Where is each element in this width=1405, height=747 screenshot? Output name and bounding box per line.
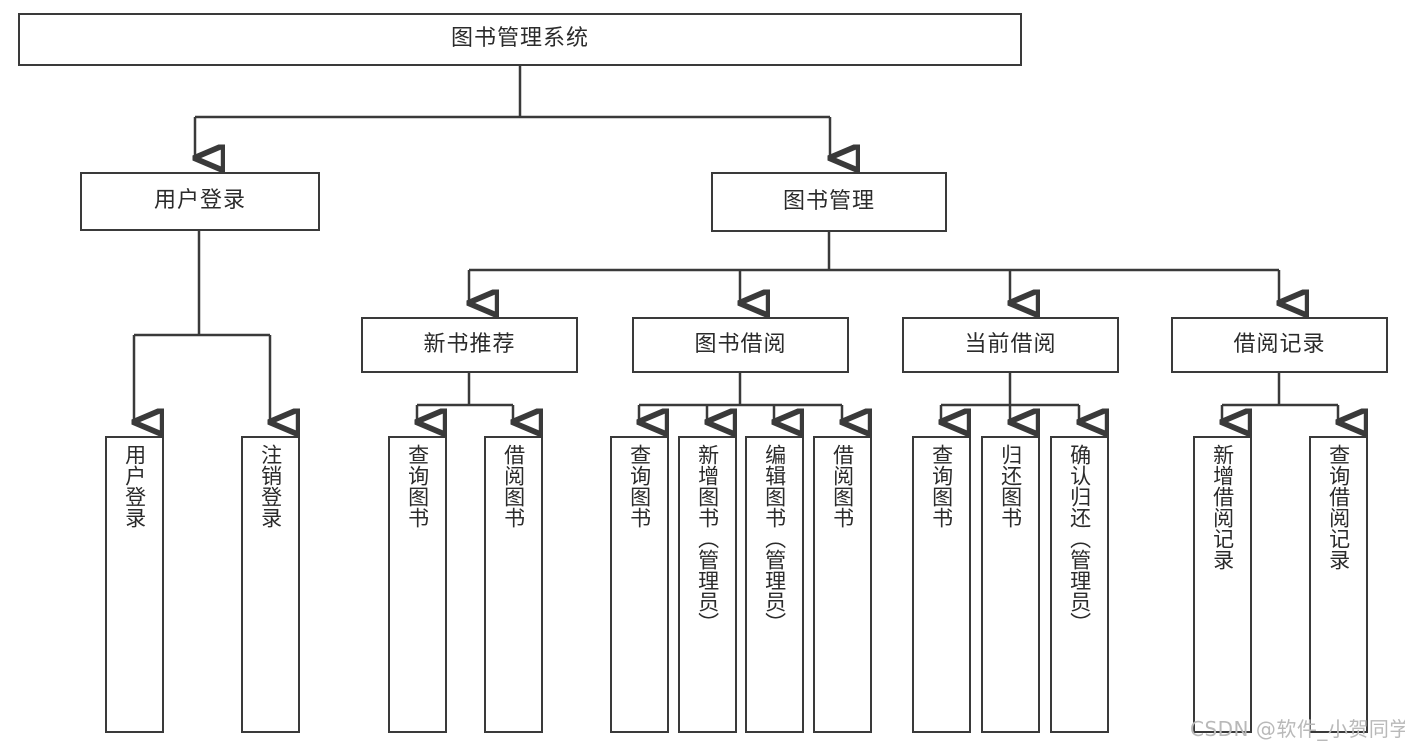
node-label: 查询图书 [929, 444, 954, 528]
node-label: 当前借阅 [964, 331, 1057, 357]
node-label: 用户登录 [122, 444, 147, 528]
node-label: 图书借阅 [694, 331, 787, 357]
leaf-borrow-add-book-admin[interactable]: 新增图书（管理员） [678, 436, 737, 733]
node-book-management[interactable]: 图书管理 [711, 172, 947, 232]
node-label: 借阅图书 [830, 444, 855, 528]
node-label: 新增图书（管理员） [695, 444, 720, 633]
leaf-borrow-borrow-book[interactable]: 借阅图书 [813, 436, 872, 733]
node-label: 用户登录 [153, 188, 246, 214]
leaf-user-login-login[interactable]: 用户登录 [105, 436, 164, 733]
node-root-library-system[interactable]: 图书管理系统 [18, 13, 1022, 66]
node-label: 归还图书 [998, 444, 1023, 528]
node-label: 编辑图书（管理员） [762, 444, 787, 633]
node-label: 查询图书 [627, 444, 652, 528]
leaf-record-add-record[interactable]: 新增借阅记录 [1193, 436, 1252, 733]
node-new-book-recommend[interactable]: 新书推荐 [361, 317, 578, 373]
node-label: 新增借阅记录 [1210, 444, 1235, 570]
node-label: 新书推荐 [423, 331, 516, 357]
node-label: 注销登录 [258, 444, 283, 528]
leaf-recommend-query-book[interactable]: 查询图书 [388, 436, 447, 733]
leaf-record-query-record[interactable]: 查询借阅记录 [1309, 436, 1368, 733]
leaf-current-return-book[interactable]: 归还图书 [981, 436, 1040, 733]
node-label: 确认归还（管理员） [1067, 444, 1092, 633]
leaf-user-login-logout[interactable]: 注销登录 [241, 436, 300, 733]
leaf-borrow-query-book[interactable]: 查询图书 [610, 436, 669, 733]
leaf-borrow-edit-book-admin[interactable]: 编辑图书（管理员） [745, 436, 804, 733]
leaf-current-confirm-return-admin[interactable]: 确认归还（管理员） [1050, 436, 1109, 733]
node-label: 图书管理 [782, 188, 875, 214]
node-label: 查询借阅记录 [1326, 444, 1351, 570]
node-book-borrow[interactable]: 图书借阅 [632, 317, 849, 373]
leaf-current-query-book[interactable]: 查询图书 [912, 436, 971, 733]
node-label: 查询图书 [405, 444, 430, 528]
node-current-borrow[interactable]: 当前借阅 [902, 317, 1119, 373]
node-label: 借阅记录 [1233, 331, 1326, 357]
leaf-recommend-borrow-book[interactable]: 借阅图书 [484, 436, 543, 733]
node-label: 借阅图书 [501, 444, 526, 528]
node-user-login[interactable]: 用户登录 [80, 172, 320, 231]
node-label: 图书管理系统 [450, 26, 589, 52]
node-borrow-record[interactable]: 借阅记录 [1171, 317, 1388, 373]
